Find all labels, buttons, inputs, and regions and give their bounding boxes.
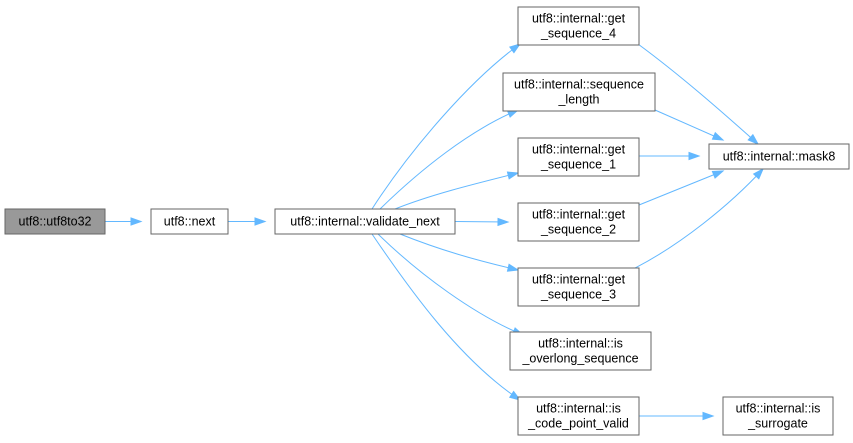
node-box	[150, 208, 229, 235]
node-label: utf8::utf8to32	[19, 215, 92, 229]
node-label: utf8::internal::mask8	[723, 150, 836, 164]
edge-line	[637, 43, 759, 145]
edge-validate-next-to-is-code-point-valid	[371, 233, 522, 401]
node-label: utf8::internal::get	[532, 273, 626, 287]
arrowhead	[506, 171, 520, 180]
node-box	[274, 208, 456, 235]
arrowhead	[747, 133, 760, 146]
edge-validate-next-to-is-overlong-sequence	[377, 233, 525, 336]
node-get-sequence-1[interactable]: utf8::internal::get_sequence_1	[517, 137, 640, 177]
edge-line	[371, 43, 521, 210]
node-label: _sequence_4	[540, 27, 616, 41]
node-label: utf8::internal::is	[736, 402, 821, 416]
node-label: utf8::internal::get	[532, 208, 626, 222]
edge-get-sequence-4-to-mask8	[637, 43, 760, 146]
edge-line	[394, 172, 519, 210]
node-label: utf8::internal::validate_next	[290, 215, 440, 229]
arrowhead	[509, 43, 522, 54]
arrowhead	[688, 151, 701, 161]
node-label: _code_point_valid	[527, 417, 629, 431]
arrowhead	[130, 217, 143, 226]
edge-line	[399, 233, 519, 271]
node-label: _surrogate	[747, 417, 808, 431]
edge-line	[371, 233, 521, 401]
edge-line	[638, 170, 724, 206]
node-box	[517, 267, 640, 307]
node-label: utf8::internal::is	[536, 402, 621, 416]
node-box	[517, 396, 640, 436]
node-is-code-point-valid[interactable]: utf8::internal::is_code_point_valid	[517, 396, 640, 436]
edge-validate-next-to-get-sequence-4	[371, 43, 522, 210]
node-is-overlong-sequence[interactable]: utf8::internal::is_overlong_sequence	[509, 331, 652, 371]
node-sequence-length[interactable]: utf8::internal::sequence_length	[502, 72, 656, 112]
node-validate-next[interactable]: utf8::internal::validate_next	[274, 208, 456, 235]
node-box	[517, 6, 640, 46]
arrowhead	[702, 411, 715, 421]
arrowhead	[497, 217, 510, 227]
edge-line	[634, 168, 764, 269]
node-box	[509, 331, 652, 371]
edge-validate-next-to-get-sequence-1	[394, 171, 520, 210]
edge-validate-next-to-get-sequence-3	[399, 233, 520, 272]
edge-sequence-length-to-mask8	[654, 109, 725, 141]
node-mask8[interactable]: utf8::internal::mask8	[708, 143, 850, 170]
arrowhead	[711, 170, 725, 179]
node-label: utf8::internal::get	[532, 12, 626, 26]
node-label: _sequence_3	[540, 288, 616, 302]
node-get-sequence-4[interactable]: utf8::internal::get_sequence_4	[517, 6, 640, 46]
node-label: _sequence_2	[540, 223, 616, 237]
edge-line	[379, 109, 519, 210]
node-label: utf8::internal::sequence	[514, 78, 644, 92]
node-get-sequence-3[interactable]: utf8::internal::get_sequence_3	[517, 267, 640, 307]
edge-is-code-point-valid-to-is-surrogate	[639, 411, 715, 421]
edge-next-to-validate-next	[228, 217, 267, 226]
node-utf8to32[interactable]: utf8::utf8to32	[4, 208, 106, 235]
node-label: _sequence_1	[540, 158, 616, 172]
edge-get-sequence-1-to-mask8	[639, 151, 701, 161]
arrowhead	[506, 263, 520, 272]
arrowhead	[508, 390, 522, 401]
edge-validate-next-to-sequence-length	[379, 109, 520, 210]
node-label: _length	[557, 93, 599, 107]
node-box	[517, 137, 640, 177]
node-label: utf8::internal::get	[532, 143, 626, 157]
node-box	[4, 208, 106, 235]
node-label: utf8::next	[164, 215, 216, 229]
arrowhead	[752, 167, 765, 180]
edges-layer	[105, 43, 765, 421]
arrowhead	[254, 217, 267, 226]
edge-get-sequence-2-to-mask8	[638, 170, 725, 206]
edge-line	[654, 109, 724, 141]
arrowhead	[711, 131, 725, 141]
node-box	[708, 143, 850, 170]
node-next[interactable]: utf8::next	[150, 208, 229, 235]
node-box	[502, 72, 656, 112]
edge-get-sequence-3-to-mask8	[634, 167, 765, 269]
node-get-sequence-2[interactable]: utf8::internal::get_sequence_2	[517, 202, 640, 242]
edge-utf8to32-to-next	[105, 217, 143, 226]
edge-line	[377, 233, 524, 336]
node-box	[517, 202, 640, 242]
node-label: utf8::internal::is	[538, 337, 623, 351]
edge-validate-next-to-get-sequence-2	[454, 217, 510, 227]
node-is-surrogate[interactable]: utf8::internal::is_surrogate	[722, 396, 834, 436]
node-label: _overlong_sequence	[521, 352, 638, 366]
node-box	[722, 396, 834, 436]
